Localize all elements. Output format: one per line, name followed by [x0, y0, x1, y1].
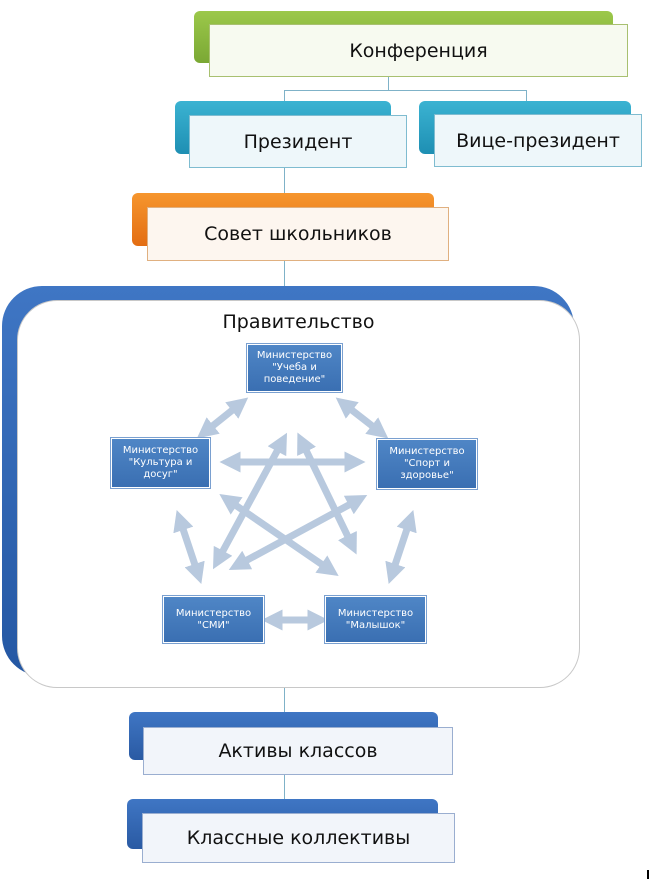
edge-mark — [647, 870, 649, 879]
president-label: Президент — [189, 115, 407, 168]
connector-to-vice-president — [526, 90, 527, 102]
connector-president-council — [284, 168, 285, 193]
ministry-kids: Министерство "Малышок" — [325, 596, 426, 643]
connector-horizontal-top — [284, 90, 526, 91]
connector-council-government — [284, 260, 285, 288]
ministry-media: Министерство "СМИ" — [163, 596, 264, 643]
class-collectives-label: Классные коллективы — [142, 813, 455, 863]
connector-to-president — [284, 90, 285, 102]
connector-assets-collectives — [284, 774, 285, 800]
conference-label: Конференция — [209, 24, 628, 77]
ministry-sport: Министерство "Спорт и здоровье" — [377, 439, 477, 489]
connector-conference-trunk — [388, 76, 389, 90]
vice-president-label: Вице-президент — [434, 114, 642, 167]
class-assets-label: Активы классов — [143, 727, 453, 775]
government-title: Правительство — [222, 311, 375, 333]
arrow-study-culture — [196, 397, 249, 439]
arrow-culture-media — [173, 510, 205, 584]
connector-government-assets — [284, 688, 285, 712]
student-council-label: Совет школьников — [147, 207, 449, 261]
arrow-sport-media — [228, 494, 368, 571]
arrow-study-sport — [335, 397, 389, 439]
arrow-sport-kids — [385, 510, 417, 584]
ministry-study: Министерство "Учеба и поведение" — [247, 344, 342, 392]
ministry-culture: Министерство "Культура и досуг" — [111, 438, 210, 488]
